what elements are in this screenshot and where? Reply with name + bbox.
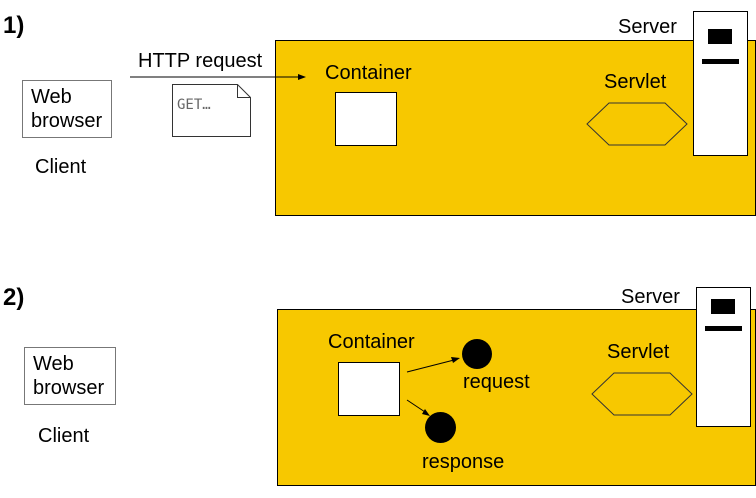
step-1-server-label: Server xyxy=(618,16,677,38)
step-2-servlet-shape xyxy=(591,372,693,416)
step-1-web-browser-box: Web browser xyxy=(22,80,112,138)
step-2-container-label: Container xyxy=(328,331,415,353)
step-1-browser-label-line2: browser xyxy=(31,110,103,132)
step-1-http-request-label: HTTP request xyxy=(138,50,263,72)
step-1-servlet-label: Servlet xyxy=(604,71,667,93)
step-2-container-box xyxy=(338,362,400,416)
step-1-number: 1) xyxy=(3,12,25,39)
step-2-server-label: Server xyxy=(621,286,680,308)
step-2-web-browser-box: Web browser xyxy=(24,347,116,405)
step-1-request-document-text: GET… xyxy=(177,97,211,113)
step-2-response-object xyxy=(425,412,456,443)
step-1-container-box xyxy=(335,92,397,146)
step-2-request-object-label: request xyxy=(463,371,530,393)
step-2-browser-label-line2: browser xyxy=(33,377,105,399)
step-2-request-object xyxy=(462,339,492,369)
step-2-browser-label-line1: Web xyxy=(33,353,74,375)
step-2-number: 2) xyxy=(3,284,25,311)
step-2-client-label: Client xyxy=(38,425,90,447)
step-1-request-document-icon xyxy=(172,84,251,137)
step-2-response-object-label: response xyxy=(422,451,505,473)
step-1-servlet-shape xyxy=(586,102,688,146)
step-2-server-icon xyxy=(696,287,751,427)
step-1-server-icon xyxy=(693,11,748,156)
step-1-client-label: Client xyxy=(35,156,87,178)
step-1-container-label: Container xyxy=(325,62,412,84)
step-1-browser-label-line1: Web xyxy=(31,86,72,108)
step-2-servlet-label: Servlet xyxy=(607,341,670,363)
